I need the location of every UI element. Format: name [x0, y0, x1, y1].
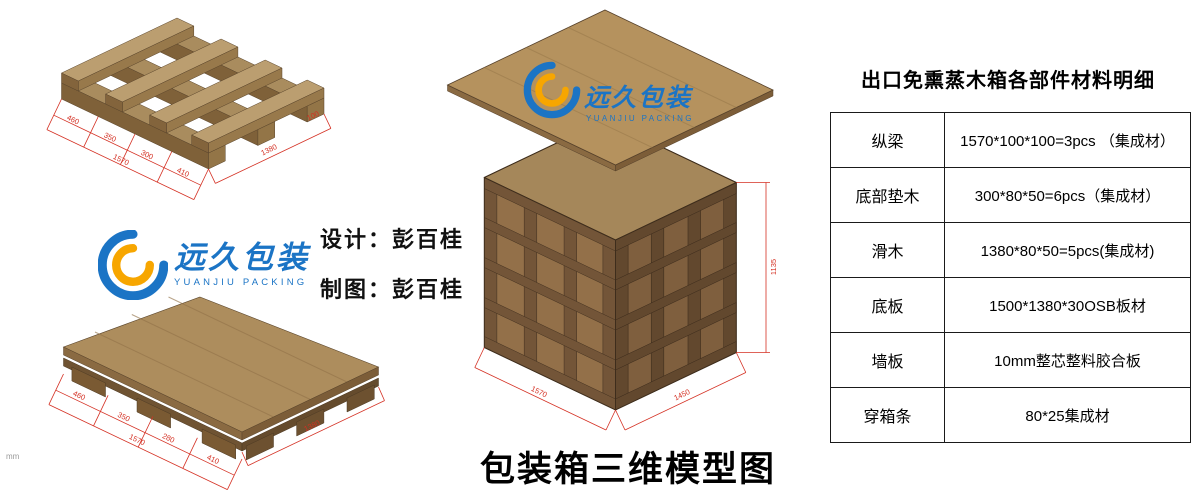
dim-label: 410 — [205, 453, 220, 466]
logo-subtext: YUANJIU PACKING — [174, 277, 308, 289]
part-name-cell: 穿箱条 — [830, 387, 945, 443]
dim-label: 1570 — [530, 384, 549, 399]
table-row: 滑木 1380*80*50=5pcs(集成材) — [830, 222, 1191, 278]
yuanjiu-logo-icon — [98, 230, 168, 300]
crate-dimension-lines: 1135 1570 1450 — [474, 182, 778, 431]
parts-table-title: 出口免熏蒸木箱各部件材料明细 — [861, 70, 1155, 92]
dim-label: 460 — [65, 113, 80, 126]
table-row: 墙板 10mm整芯整料胶合板 — [830, 332, 1191, 388]
dim-label: 350 — [102, 130, 117, 143]
table-row: 穿箱条 80*25集成材 — [830, 387, 1191, 443]
part-name-cell: 底板 — [830, 277, 945, 333]
unit-note: mm — [6, 452, 20, 461]
dim-label: 350 — [116, 410, 131, 423]
lid-logo: 远久包装 YUANJIU PACKING — [523, 61, 694, 123]
dim-label: 460 — [72, 389, 87, 402]
crate-drawing: 远久包装 YUANJIU PACKING 1135 1570 1450 — [446, 9, 778, 431]
table-row: 底板 1500*1380*30OSB板材 — [830, 277, 1191, 333]
part-spec-cell: 1570*100*100=3pcs （集成材） — [944, 112, 1191, 168]
deck-pallet-drawing: 460 350 280 410 1570 1380 — [48, 296, 385, 490]
part-spec-cell: 300*80*50=6pcs（集成材） — [944, 167, 1191, 223]
table-row: 底部垫木 300*80*50=6pcs（集成材） — [830, 167, 1191, 223]
dim-label: 1570 — [128, 432, 147, 447]
part-spec-cell: 10mm整芯整料胶合板 — [944, 332, 1191, 388]
part-name-cell: 纵梁 — [830, 112, 945, 168]
lid-logo-text: 远久包装 — [584, 84, 694, 112]
page-title: 包装箱三维模型图 — [480, 450, 777, 489]
dim-label: 410 — [175, 165, 190, 178]
crate-lid: 远久包装 YUANJIU PACKING — [446, 9, 774, 172]
dim-label: 300 — [139, 148, 154, 161]
deck-top — [62, 296, 380, 441]
frame-pallet-drawing: 460 350 300 410 1570 1380 100 — [46, 17, 332, 200]
part-spec-cell: 1380*80*50=5pcs(集成材) — [944, 222, 1191, 278]
part-spec-cell: 80*25集成材 — [944, 387, 1191, 443]
dim-label: 280 — [161, 431, 176, 444]
deck-base-blocks — [63, 357, 379, 461]
company-logo: 远久包装 YUANJIU PACKING — [98, 230, 310, 300]
part-name-cell: 滑木 — [830, 222, 945, 278]
crate-box — [483, 119, 738, 411]
parts-table: 纵梁 1570*100*100=3pcs （集成材） 底部垫木 300*80*5… — [830, 112, 1191, 443]
designer-note: 设计：彭百桂 — [320, 227, 465, 252]
drafter-note: 制图：彭百桂 — [320, 277, 465, 302]
table-row: 纵梁 1570*100*100=3pcs （集成材） — [830, 112, 1191, 168]
part-name-cell: 墙板 — [830, 332, 945, 388]
part-spec-cell: 1500*1380*30OSB板材 — [944, 277, 1191, 333]
dim-label: 1135 — [769, 259, 778, 275]
logo-text: 远久包装 — [174, 239, 310, 275]
part-name-cell: 底部垫木 — [830, 167, 945, 223]
lid-logo-subtext: YUANJIU PACKING — [586, 114, 694, 123]
pallet-cross-planks — [60, 17, 325, 154]
yuanjiu-logo-icon — [523, 61, 581, 119]
